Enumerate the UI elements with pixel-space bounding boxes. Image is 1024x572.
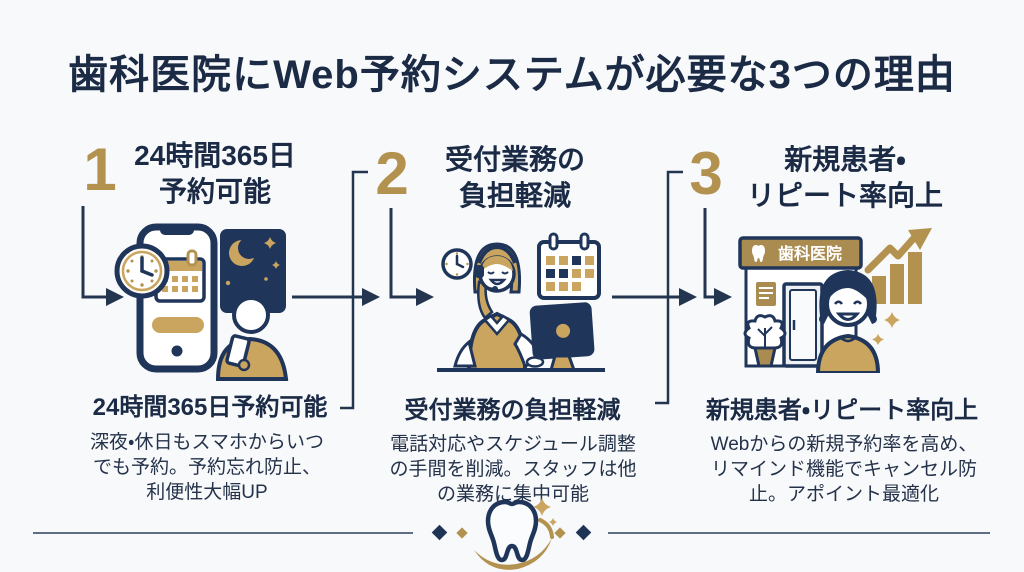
tooth-sign-icon xyxy=(752,245,765,262)
night-sky-icon xyxy=(220,229,286,313)
step-3-heading: 新規患者・ リピート率向上 xyxy=(733,142,957,214)
step-2-heading-line-1: 受付業務の xyxy=(444,144,585,175)
step-1-heading-line-2: 予約可能 xyxy=(158,176,271,207)
footer-divider-right xyxy=(608,532,990,534)
clinic-sign-text: 歯科医院 xyxy=(778,244,842,263)
menu-board-icon xyxy=(756,282,776,306)
growth-chart-icon xyxy=(864,228,932,304)
person-with-phone-icon xyxy=(215,291,289,381)
footer-divider-left xyxy=(33,532,413,534)
step-3-description: Webからの新規予約率を高め、 リマインド機能でキャンセル防 止。アポイント最適… xyxy=(710,434,978,505)
receptionist-icon xyxy=(453,242,545,372)
step-2-heading-line-2: 負担軽減 xyxy=(458,180,571,211)
calendar-icon xyxy=(537,232,601,300)
step-2-number: 2 xyxy=(375,140,409,207)
step-2-description: 電話対応やスケジュール調整 の手間を削減。スタッフは他 の業務に集中可能 xyxy=(389,434,637,505)
step-1-subheading: 24時間365日予約可能 xyxy=(92,394,328,421)
step-1-description: 深夜・休日もスマホからいつ でも予約。予約忘れ防止、 利便性大幅UP xyxy=(90,432,324,503)
step-3-heading-line-1: 新規患者・ xyxy=(784,144,906,175)
step-3-heading-line-2: リピート率向上 xyxy=(746,180,943,211)
potted-plant-icon xyxy=(743,314,787,368)
clock-icon xyxy=(114,243,170,299)
tooth-orbit-logo-icon xyxy=(474,498,557,570)
clock-icon xyxy=(441,248,473,280)
smartphone-night-booking-illustration xyxy=(114,223,289,381)
step-3-subheading: 新規患者・リピート率向上 xyxy=(705,397,979,424)
step-1-heading: 24時間365日 予約可能 xyxy=(103,138,327,210)
step-3-number: 3 xyxy=(689,140,723,207)
sparkle-icon xyxy=(872,312,900,345)
step-1-heading-line-1: 24時間365日 xyxy=(134,140,296,171)
step-2-heading: 受付業務の 負担軽減 xyxy=(403,142,627,214)
page-title: 歯科医院にWeb予約システムが必要な3つの理由 xyxy=(68,53,956,97)
step-2-subheading: 受付業務の負担軽減 xyxy=(404,397,621,424)
clinic-growth-illustration: 歯科医院 xyxy=(738,228,932,373)
step-1-number: 1 xyxy=(83,136,117,203)
receptionist-computer-illustration xyxy=(437,232,605,372)
smiling-patient-icon xyxy=(815,270,881,373)
computer-monitor-icon xyxy=(529,302,595,372)
